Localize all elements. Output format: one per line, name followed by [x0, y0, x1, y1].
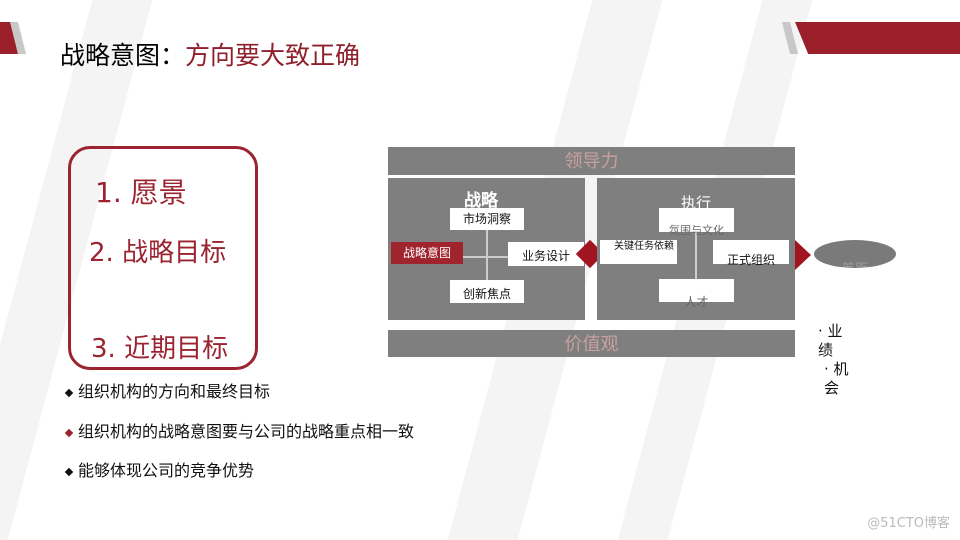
box-key-tasks: 关键任务依赖	[600, 240, 677, 264]
execution-panel: 执行 氛围与文化 关键任务依赖 正式组织 人才	[597, 178, 795, 320]
connector	[418, 256, 558, 258]
page-title: 战略意图：方向要大致正确	[60, 36, 360, 72]
connector	[695, 218, 697, 298]
strategy-heading: 战略	[464, 191, 498, 211]
outcomes-list: · 业绩 · 机会	[818, 322, 849, 397]
box-innovation-focus: 创新焦点	[450, 280, 524, 303]
box-formal-organization: 正式组织	[713, 240, 789, 267]
execution-heading: 执行	[681, 194, 712, 212]
box-talent: 人才	[659, 279, 734, 309]
outcome-item: 机会	[824, 360, 849, 397]
vision-box: 1. 愿景 2. 战略目标 3. 近期目标	[68, 146, 258, 370]
values-bar: 价值观	[388, 330, 795, 357]
box-business-design: 业务设计	[508, 242, 584, 266]
vision-item: 2. 战略目标	[89, 238, 227, 268]
arrow-icon	[795, 240, 811, 270]
bullet-text: 能够体现公司的竞争优势	[78, 461, 255, 480]
box-strategic-intent: 战略意图	[391, 242, 463, 264]
bullet-item: 组织机构的战略意图要与公司的战略重点相一致	[64, 418, 415, 442]
box-market-insight: 市场洞察	[450, 208, 524, 230]
header-accent-right	[795, 22, 960, 54]
vision-item: 1. 愿景	[95, 176, 187, 209]
connector	[486, 218, 488, 298]
watermark: @51CTO博客	[867, 516, 950, 531]
diamond-bullet-icon	[64, 428, 74, 437]
box-climate-culture: 氛围与文化	[659, 208, 734, 237]
strategy-panel: 战略 市场洞察 战略意图 业务设计 创新焦点	[388, 178, 585, 320]
bullet-text: 组织机构的方向和最终目标	[78, 382, 271, 401]
gap-ellipse: 差距	[814, 240, 896, 268]
title-sub: 方向要大致正确	[185, 41, 361, 70]
vision-item: 3. 近期目标	[91, 335, 229, 364]
leadership-bar: 领导力	[388, 147, 795, 175]
bullet-item: 组织机构的方向和最终目标	[64, 378, 271, 402]
diamond-bullet-icon	[64, 388, 74, 397]
outcome-item: 业绩	[818, 322, 843, 359]
diamond-bullet-icon	[64, 467, 74, 476]
bullet-text: 组织机构的战略意图要与公司的战略重点相一致	[78, 422, 415, 441]
title-main: 战略意图：	[60, 41, 186, 70]
bullet-item: 能够体现公司的竞争优势	[64, 457, 255, 481]
